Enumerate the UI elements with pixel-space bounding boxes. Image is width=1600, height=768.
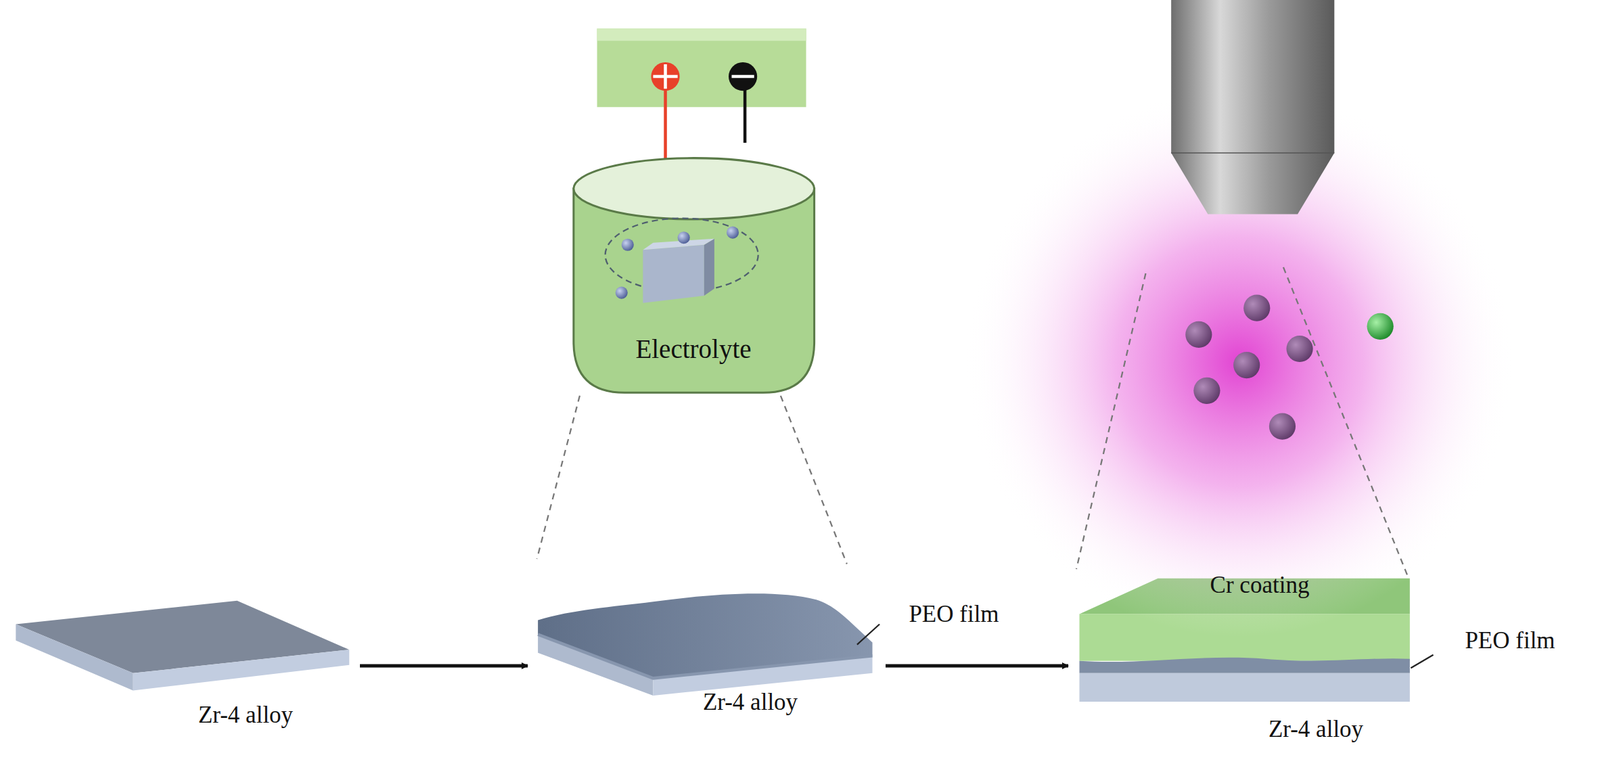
layer-label: Cr coating: [1210, 572, 1310, 599]
substrate-plate: Zr-4 alloy: [15, 596, 352, 735]
process-arrow: [885, 664, 1069, 668]
material-label: Zr-4 alloy: [702, 689, 798, 716]
zr-plate-with-peo: [537, 593, 873, 696]
zoom-line: [1076, 273, 1146, 569]
plasma-glow: [964, 86, 1515, 638]
layer-label: PEO film: [908, 601, 999, 628]
peo-coated-plate: Zr-4 alloy: [535, 586, 878, 730]
zoom-line: [780, 395, 848, 565]
beaker-label: Electrolyte: [635, 334, 751, 364]
electrolyte-beaker: Electrolyte: [573, 168, 814, 394]
leader-line: [1410, 654, 1433, 669]
zoom-line: [537, 395, 580, 559]
zoom-line: [1283, 267, 1408, 577]
material-label: Zr-4 alloy: [198, 702, 293, 729]
cr-coated-plate: Cr coatingZr-4 alloy: [1076, 550, 1414, 756]
electrolyte-beaker: [573, 158, 815, 394]
process-arrow: [359, 664, 528, 668]
material-label: Zr-4 alloy: [1268, 716, 1364, 743]
layer-label: PEO film: [1464, 627, 1555, 655]
sputter-source: [1171, 0, 1335, 215]
sputtered-particles: [1185, 294, 1393, 440]
leader-line: [857, 623, 880, 645]
zr-plate: [15, 600, 350, 691]
